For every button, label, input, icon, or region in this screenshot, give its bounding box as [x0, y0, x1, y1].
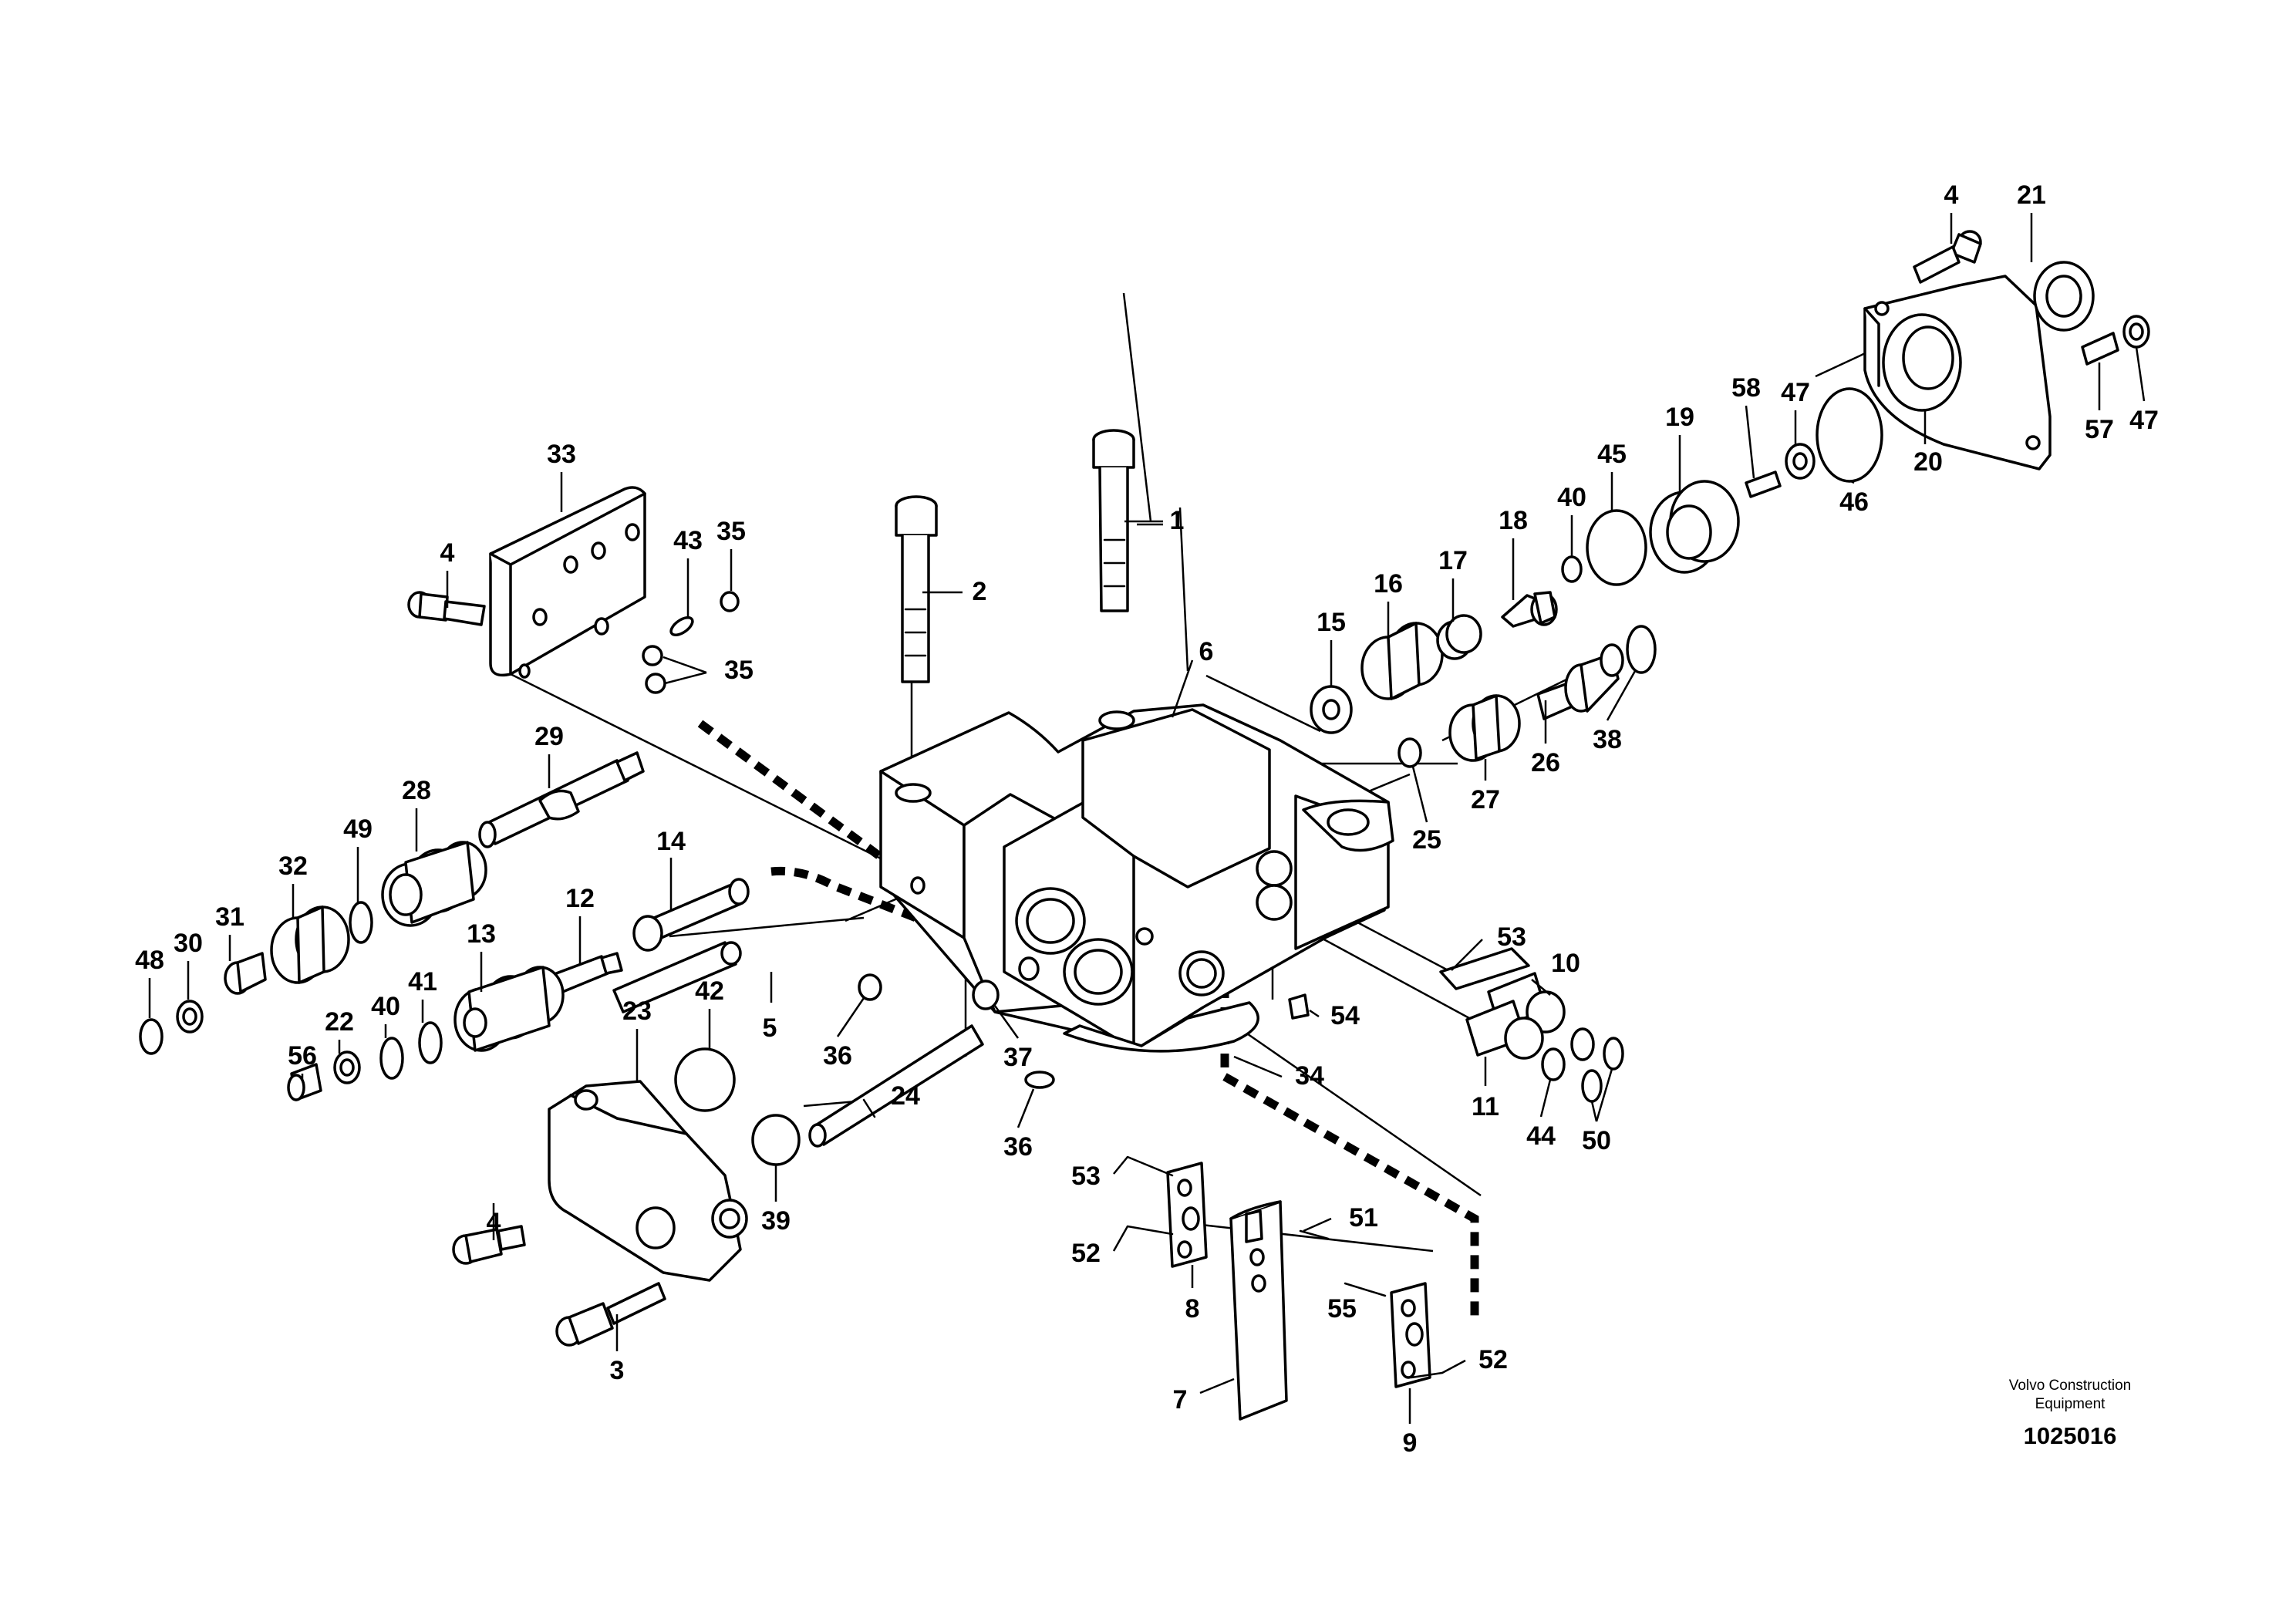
callout-33: 33: [547, 440, 576, 469]
callout-15: 15: [1317, 608, 1346, 637]
credit-block: Volvo Construction Equipment 1025016: [2009, 1378, 2131, 1449]
spool-stack-right-middle: [1397, 625, 1657, 768]
callout-1: 1: [1170, 506, 1185, 535]
callout-3: 3: [610, 1356, 625, 1385]
callout-20: 20: [1913, 447, 1943, 477]
callout-32: 32: [278, 851, 308, 881]
callout-53-top: 53: [1497, 922, 1526, 952]
cover-20: [1863, 261, 2150, 470]
callout-30: 30: [174, 929, 203, 958]
spool-stack-upper-left: [139, 751, 645, 1055]
callout-labels: 1 2 3 4 4 4 5 6 7 8 9 10 11 12 13 14 15 …: [135, 180, 2159, 1458]
bolt-1: [1092, 429, 1135, 612]
callout-2: 2: [973, 577, 987, 606]
callout-41: 41: [408, 967, 437, 996]
callout-55: 55: [1327, 1294, 1357, 1324]
callout-23: 23: [622, 996, 652, 1026]
callout-34: 34: [1295, 1061, 1324, 1091]
callout-25: 25: [1412, 825, 1441, 855]
callout-52-right: 52: [1478, 1345, 1508, 1374]
callout-45: 45: [1597, 440, 1627, 469]
valve-body: [879, 703, 1394, 1053]
callout-40-right: 40: [1557, 483, 1586, 512]
callout-40-left: 40: [371, 992, 400, 1021]
label-ticks: [148, 213, 2146, 1424]
callout-27: 27: [1471, 785, 1500, 814]
callout-35-lower: 35: [724, 656, 754, 685]
plugs-right-lower: [1288, 947, 1624, 1103]
callout-4-top: 4: [440, 538, 455, 568]
callout-18: 18: [1499, 506, 1528, 535]
rod-7: [1229, 1200, 1288, 1421]
manufacturer-line-1: Volvo Construction: [2009, 1378, 2131, 1394]
callout-42: 42: [695, 976, 724, 1006]
callout-36-lower: 36: [1003, 1132, 1033, 1162]
spool-24: [808, 1024, 984, 1148]
callout-53-lower: 53: [1071, 1162, 1101, 1191]
callout-43: 43: [673, 526, 703, 555]
callout-4-right: 4: [1944, 180, 1959, 210]
callout-56: 56: [288, 1041, 317, 1071]
spool-stack-left: [287, 878, 750, 1101]
callout-46: 46: [1839, 487, 1869, 517]
callout-16: 16: [1374, 569, 1403, 599]
bracket-9: [1299, 1229, 1444, 1388]
callout-37: 37: [1003, 1043, 1033, 1072]
bracket-8: [1126, 1155, 1208, 1268]
callout-11: 11: [1472, 1092, 1499, 1121]
cover-23: [548, 1080, 748, 1282]
callout-17: 17: [1438, 546, 1468, 575]
callout-8: 8: [1185, 1294, 1200, 1324]
callout-5: 5: [763, 1013, 777, 1043]
callout-36-left: 36: [823, 1041, 852, 1071]
callout-51: 51: [1349, 1203, 1378, 1233]
callout-9: 9: [1403, 1428, 1418, 1458]
callout-26: 26: [1531, 748, 1560, 777]
callout-52-left: 52: [1071, 1239, 1101, 1268]
seals-39-42-36-37: [674, 973, 1055, 1166]
callout-47-right: 47: [2129, 406, 2159, 435]
callout-22: 22: [325, 1007, 354, 1037]
callout-29: 29: [534, 722, 564, 751]
callout-39: 39: [761, 1206, 791, 1236]
callout-47-left: 47: [1781, 378, 1810, 407]
callout-50: 50: [1582, 1126, 1611, 1155]
callout-54: 54: [1330, 1001, 1360, 1030]
spool-stack-upper-right: [1310, 387, 1883, 734]
callout-13: 13: [467, 919, 496, 949]
callout-6: 6: [1199, 637, 1214, 666]
callout-21: 21: [2017, 180, 2046, 210]
callout-12: 12: [565, 884, 595, 913]
callout-49: 49: [343, 814, 373, 844]
manufacturer-line-2: Equipment: [2035, 1396, 2106, 1412]
callout-19: 19: [1665, 403, 1694, 432]
seals-35-43: [642, 591, 740, 694]
bolt-2: [895, 495, 938, 683]
bolt-3: [555, 1282, 666, 1347]
callout-44: 44: [1526, 1121, 1556, 1151]
callout-10: 10: [1551, 949, 1580, 978]
callout-31: 31: [215, 902, 244, 932]
callout-48: 48: [135, 946, 164, 975]
callout-35-upper: 35: [716, 517, 746, 546]
callout-57: 57: [2085, 415, 2114, 444]
bolt-4-left: [452, 1225, 526, 1265]
bolt-4-top: [407, 591, 486, 626]
callout-28: 28: [402, 776, 431, 805]
callout-14: 14: [656, 827, 686, 856]
callout-58: 58: [1731, 373, 1761, 403]
callout-38: 38: [1593, 725, 1622, 754]
drawing-number: 1025016: [2024, 1422, 2117, 1449]
callout-24: 24: [891, 1081, 920, 1111]
cover-plate-33: [489, 486, 646, 679]
callout-7: 7: [1173, 1385, 1188, 1415]
bolt-4-right: [1913, 230, 1982, 284]
